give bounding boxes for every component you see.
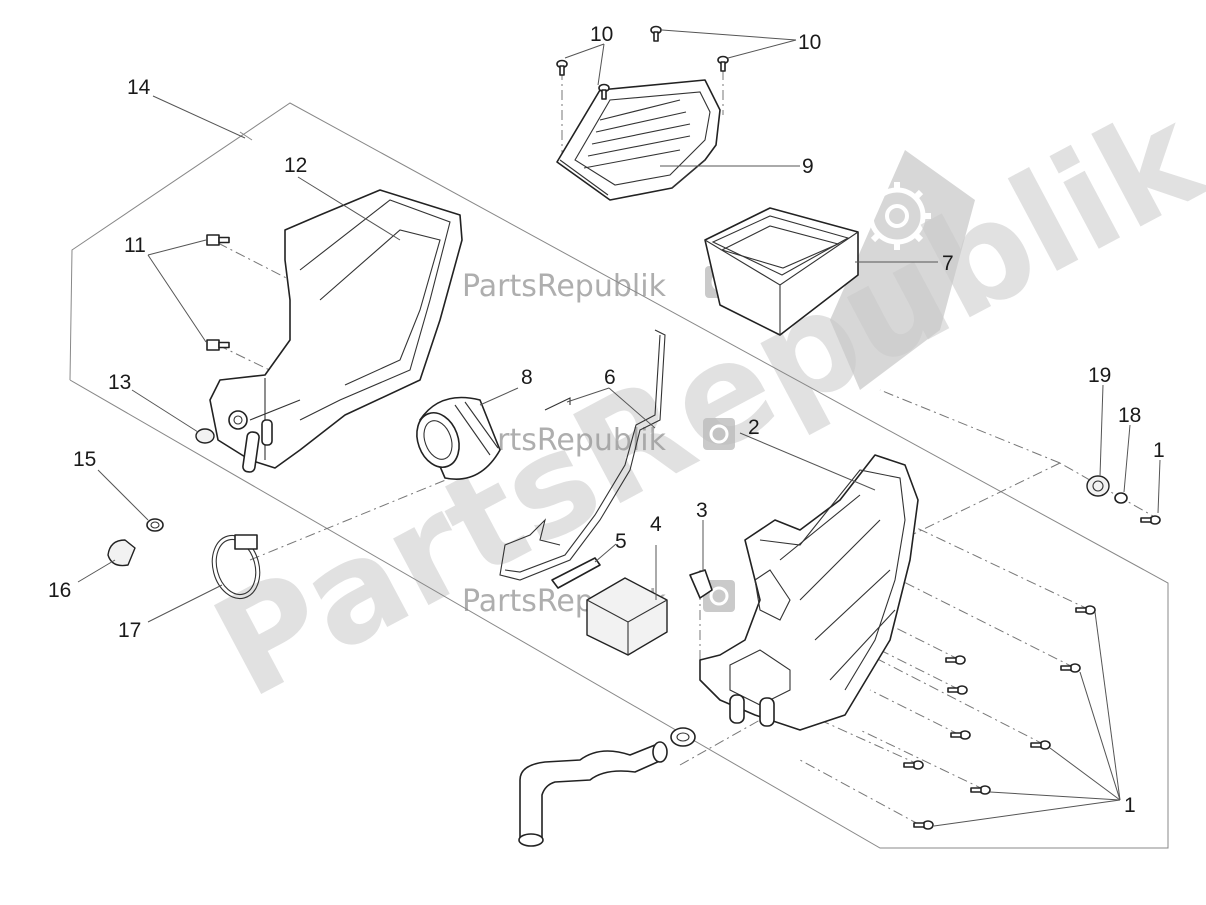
callout-6: 6 (604, 366, 616, 389)
callout-10-left: 10 (590, 23, 613, 46)
watermark-small-text-1: PartsRepublik (462, 269, 667, 304)
housing-screws-part (903, 515, 1161, 830)
callout-11: 11 (124, 234, 146, 257)
callout-4: 4 (650, 513, 662, 536)
callout-12: 12 (284, 154, 307, 177)
assembly-frame (69, 102, 1169, 849)
cap-part (195, 428, 215, 444)
callout-18: 18 (1118, 404, 1141, 427)
left-half-screws-part (206, 234, 230, 351)
watermark-gear-icon (863, 182, 931, 250)
seal-gasket-part (499, 329, 666, 581)
air-filter-part (704, 207, 859, 336)
cover-screws-part (556, 25, 729, 100)
leader-lines (77, 29, 1161, 827)
callout-2: 2 (748, 416, 760, 439)
callout-5: 5 (615, 530, 627, 553)
clip-part (689, 569, 713, 599)
parts (107, 25, 1161, 847)
hose-clip-part (670, 727, 696, 747)
hose-part (518, 741, 668, 847)
airbox-right-half-part (699, 454, 919, 731)
callout-1-top: 1 (1153, 439, 1165, 462)
callout-15: 15 (73, 448, 96, 471)
callout-19: 19 (1088, 364, 1111, 387)
callout-14: 14 (127, 76, 151, 99)
callout-10-right: 10 (798, 31, 821, 54)
bush-part (1114, 492, 1128, 504)
callout-3: 3 (696, 499, 708, 522)
watermark-small-gear-icon-2 (703, 418, 735, 450)
watermark-logo-shape (830, 150, 975, 390)
callout-9: 9 (802, 155, 814, 178)
airbox-left-half-part (209, 189, 463, 473)
grommet-part (1086, 475, 1110, 497)
callout-13: 13 (108, 371, 131, 394)
hose-clamp-part (211, 534, 261, 600)
bracket-part (551, 557, 601, 589)
callout-1-bottom: 1 (1124, 794, 1136, 817)
small-clamp-part (146, 518, 164, 532)
callouts: 14 12 11 13 15 16 17 8 6 2 3 4 5 7 9 10 … (48, 23, 1165, 817)
intake-sleeve-part (416, 396, 501, 480)
foam-block-part (586, 577, 668, 656)
callout-17: 17 (118, 619, 141, 642)
callout-7: 7 (942, 252, 954, 275)
callout-16: 16 (48, 579, 71, 602)
callout-8: 8 (521, 366, 533, 389)
airbox-cover-part (556, 79, 721, 201)
